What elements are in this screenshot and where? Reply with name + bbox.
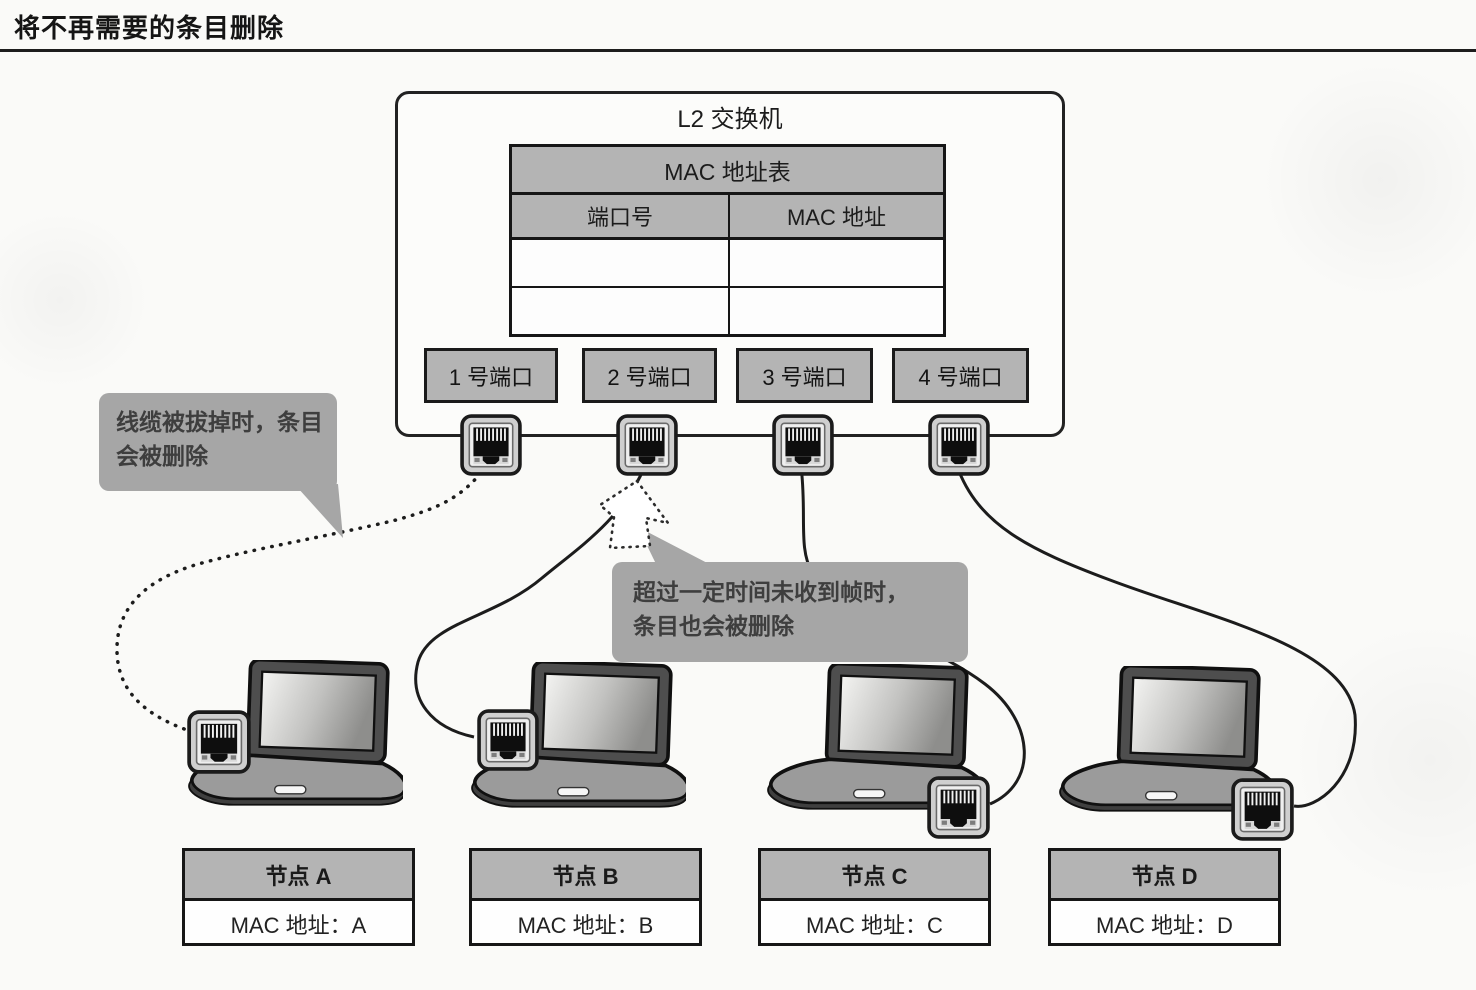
callout-line: 超过一定时间未收到帧时，: [633, 579, 909, 605]
node-b-name: 节点 B: [472, 851, 699, 901]
page-title: 将不再需要的条目删除: [14, 13, 285, 43]
empty-cell: [512, 240, 730, 286]
switch-label: L2 交换机: [677, 106, 783, 133]
dotted-no-frame-arrow-icon: [598, 479, 670, 550]
port-3-label: 3 号端口: [736, 348, 873, 403]
empty-cell: [730, 240, 943, 286]
laptop-node-b-icon: [470, 662, 686, 809]
laptop-node-a-icon: [187, 660, 403, 807]
callout-line: 会被删除: [116, 443, 208, 469]
empty-cell: [512, 288, 730, 334]
mac-address-table: MAC 地址表 端口号 MAC 地址: [509, 144, 946, 337]
callout-cable-unplugged: 线缆被拔掉时，条目 会被删除: [99, 393, 337, 491]
callout-line: 线缆被拔掉时，条目: [116, 409, 323, 435]
bubble1-tail: [297, 484, 343, 538]
node-a-card: 节点 A MAC 地址：A: [182, 848, 415, 946]
laptop-node-c-icon: [766, 664, 982, 811]
node-a-name: 节点 A: [185, 851, 412, 901]
node-d-card: 节点 D MAC 地址：D: [1048, 848, 1281, 946]
laptop-node-d-icon: [1058, 666, 1274, 813]
port-4-label: 4 号端口: [892, 348, 1029, 403]
node-b-mac: MAC 地址：B: [517, 912, 654, 938]
callout-timeout-delete: 超过一定时间未收到帧时， 条目也会被删除: [612, 562, 968, 662]
callout-line: 条目也会被删除: [633, 613, 794, 639]
rj45-node-b-icon: [477, 709, 539, 771]
cable-port1-nodeA-unplugged: [115, 464, 488, 732]
node-a-mac: MAC 地址：A: [230, 912, 367, 938]
port-1-label: 1 号端口: [424, 348, 558, 403]
mac-table-header-row: 端口号 MAC 地址: [512, 195, 943, 240]
mac-table-empty-row: [512, 288, 943, 334]
node-c-name: 节点 C: [761, 851, 988, 901]
node-c-card: 节点 C MAC 地址：C: [758, 848, 991, 946]
node-d-mac: MAC 地址：D: [1096, 912, 1233, 938]
mac-table-empty-row: [512, 240, 943, 288]
node-c-mac: MAC 地址：C: [806, 912, 943, 938]
rj45-node-c-icon: [927, 776, 990, 839]
cable-port2-nodeB: [414, 465, 647, 739]
column-header-port: 端口号: [512, 195, 730, 237]
bubble2-tail: [638, 527, 713, 566]
rj45-node-d-icon: [1231, 778, 1294, 841]
cable-port4-nodeD: [955, 465, 1357, 808]
title-rule: [0, 49, 1476, 52]
port-2-label: 2 号端口: [582, 348, 717, 403]
rj45-node-a-icon: [187, 710, 251, 774]
column-header-mac: MAC 地址: [730, 195, 943, 237]
node-b-card: 节点 B MAC 地址：B: [469, 848, 702, 946]
node-d-name: 节点 D: [1051, 851, 1278, 901]
empty-cell: [730, 288, 943, 334]
mac-table-title: MAC 地址表: [512, 147, 943, 195]
